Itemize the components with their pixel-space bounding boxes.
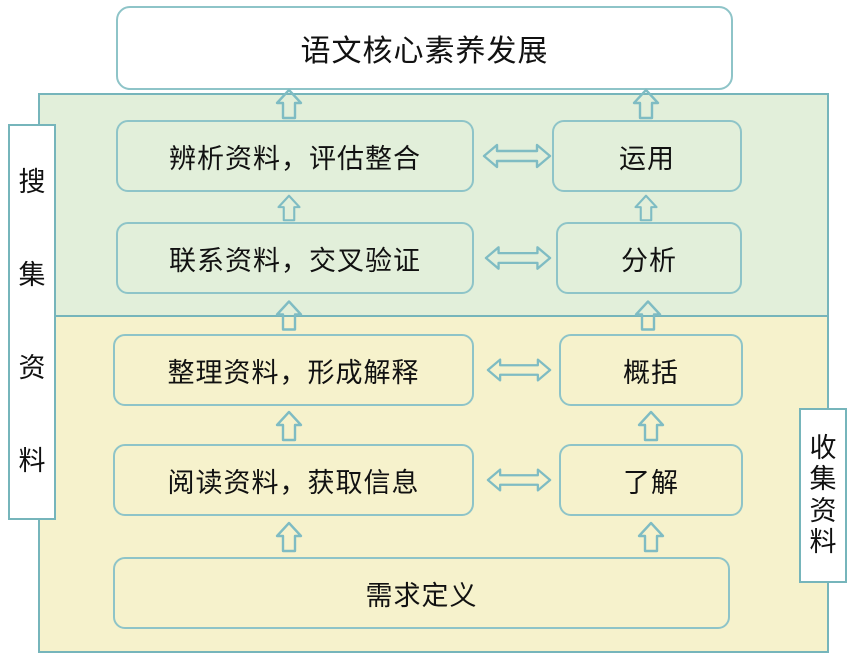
node-bottom-requirement: 需求定义 [113,557,730,629]
arrow-left-right-icon [482,141,552,171]
left-label-char-2: 集 [18,259,46,291]
left-label-char-1: 搜 [18,166,46,198]
node-right-4: 了解 [559,444,743,516]
arrow-left-right-icon [486,355,552,385]
arrow-up-icon [275,408,303,444]
node-left-4: 阅读资料，获取信息 [113,444,474,516]
node-right-2: 分析 [556,222,742,294]
arrow-up-icon [275,297,303,334]
page-title: 语文核心素养发展 [116,6,733,90]
node-left-3: 整理资料，形成解释 [113,334,474,406]
right-label-char-2: 集 [809,464,837,496]
right-side-label-收集资料: 收 集 资 料 [799,408,847,583]
right-label-char-1: 收 [809,433,837,465]
right-label-char-4: 料 [809,526,837,558]
arrow-up-icon [637,408,665,444]
right-label-char-3: 资 [809,495,837,527]
arrow-left-right-icon [486,465,552,495]
arrow-left-right-icon [484,243,552,273]
arrow-up-icon [275,194,303,222]
arrow-up-icon [637,519,665,555]
arrow-up-icon [634,297,662,334]
left-label-char-4: 料 [18,445,46,477]
node-right-3: 概括 [559,334,743,406]
node-left-2: 联系资料，交叉验证 [116,222,474,294]
arrow-up-icon [632,194,660,222]
left-side-label-搜集资料: 搜 集 资 料 [8,124,56,520]
left-label-char-3: 资 [18,352,46,384]
arrow-up-icon [275,519,303,555]
node-left-1: 辨析资料，评估整合 [116,120,474,192]
node-right-1: 运用 [552,120,742,192]
arrow-up-icon [632,88,660,120]
arrow-up-icon [275,88,303,120]
